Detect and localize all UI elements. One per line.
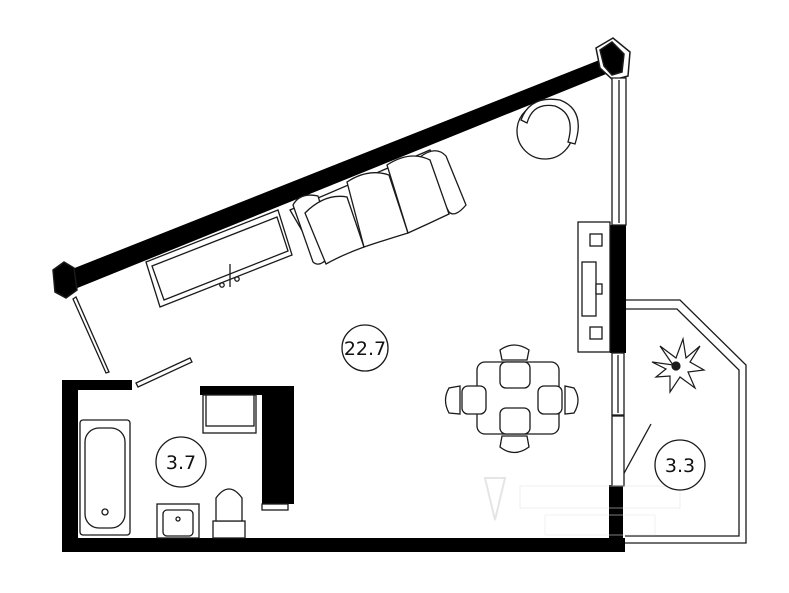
plant-icon (651, 336, 706, 394)
living-area-value: 22.7 (344, 338, 386, 360)
dining-set (444, 344, 579, 454)
living-area-label: 22.7 (341, 324, 389, 372)
entrance-door (72, 296, 193, 388)
bathtub (79, 419, 131, 536)
sink (156, 503, 200, 539)
bathroom-area-value: 3.7 (166, 452, 196, 474)
toilet (212, 488, 246, 539)
balcony (615, 299, 747, 544)
balcony-area-value: 3.3 (665, 455, 695, 477)
washing-machine (202, 394, 257, 434)
watermark-logo (483, 477, 681, 536)
bathroom-door (261, 503, 289, 511)
armchair-round (516, 98, 579, 160)
exterior-walls (62, 55, 626, 552)
bathroom-area-label: 3.7 (155, 436, 207, 488)
right-window (611, 77, 627, 487)
balcony-area-label: 3.3 (654, 439, 706, 491)
wall-corners (52, 37, 631, 299)
kitchen-counter (577, 221, 611, 353)
sofa (289, 149, 467, 265)
tv-cabinet (145, 209, 293, 308)
